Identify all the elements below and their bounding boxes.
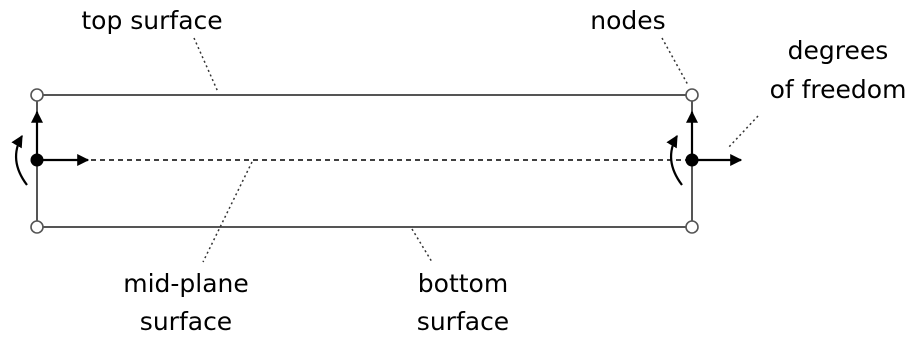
node-top-right — [685, 88, 699, 102]
label-of-freedom: of freedom — [770, 75, 907, 104]
node-bottom-right — [685, 220, 699, 234]
beam-outline — [36, 94, 693, 228]
leader-mid-plane — [202, 161, 253, 263]
label-degrees: degrees — [788, 36, 889, 65]
label-mid-plane: mid-plane — [123, 269, 249, 298]
label-bottom-surface: surface — [417, 307, 509, 336]
label-top-surface: top surface — [81, 6, 222, 35]
label-mid-plane-surface: surface — [140, 307, 232, 336]
label-bottom: bottom — [418, 269, 508, 298]
leader-bottom-surface — [411, 228, 433, 263]
leader-degrees-of-freedom — [727, 115, 759, 149]
leader-top-surface — [193, 37, 219, 93]
label-nodes: nodes — [590, 6, 665, 35]
right-rotation-dof-arrow — [666, 134, 683, 186]
leader-nodes — [661, 37, 689, 86]
left-rotation-dof-arrow — [11, 134, 28, 186]
node-bottom-left — [30, 220, 44, 234]
node-top-left — [30, 88, 44, 102]
